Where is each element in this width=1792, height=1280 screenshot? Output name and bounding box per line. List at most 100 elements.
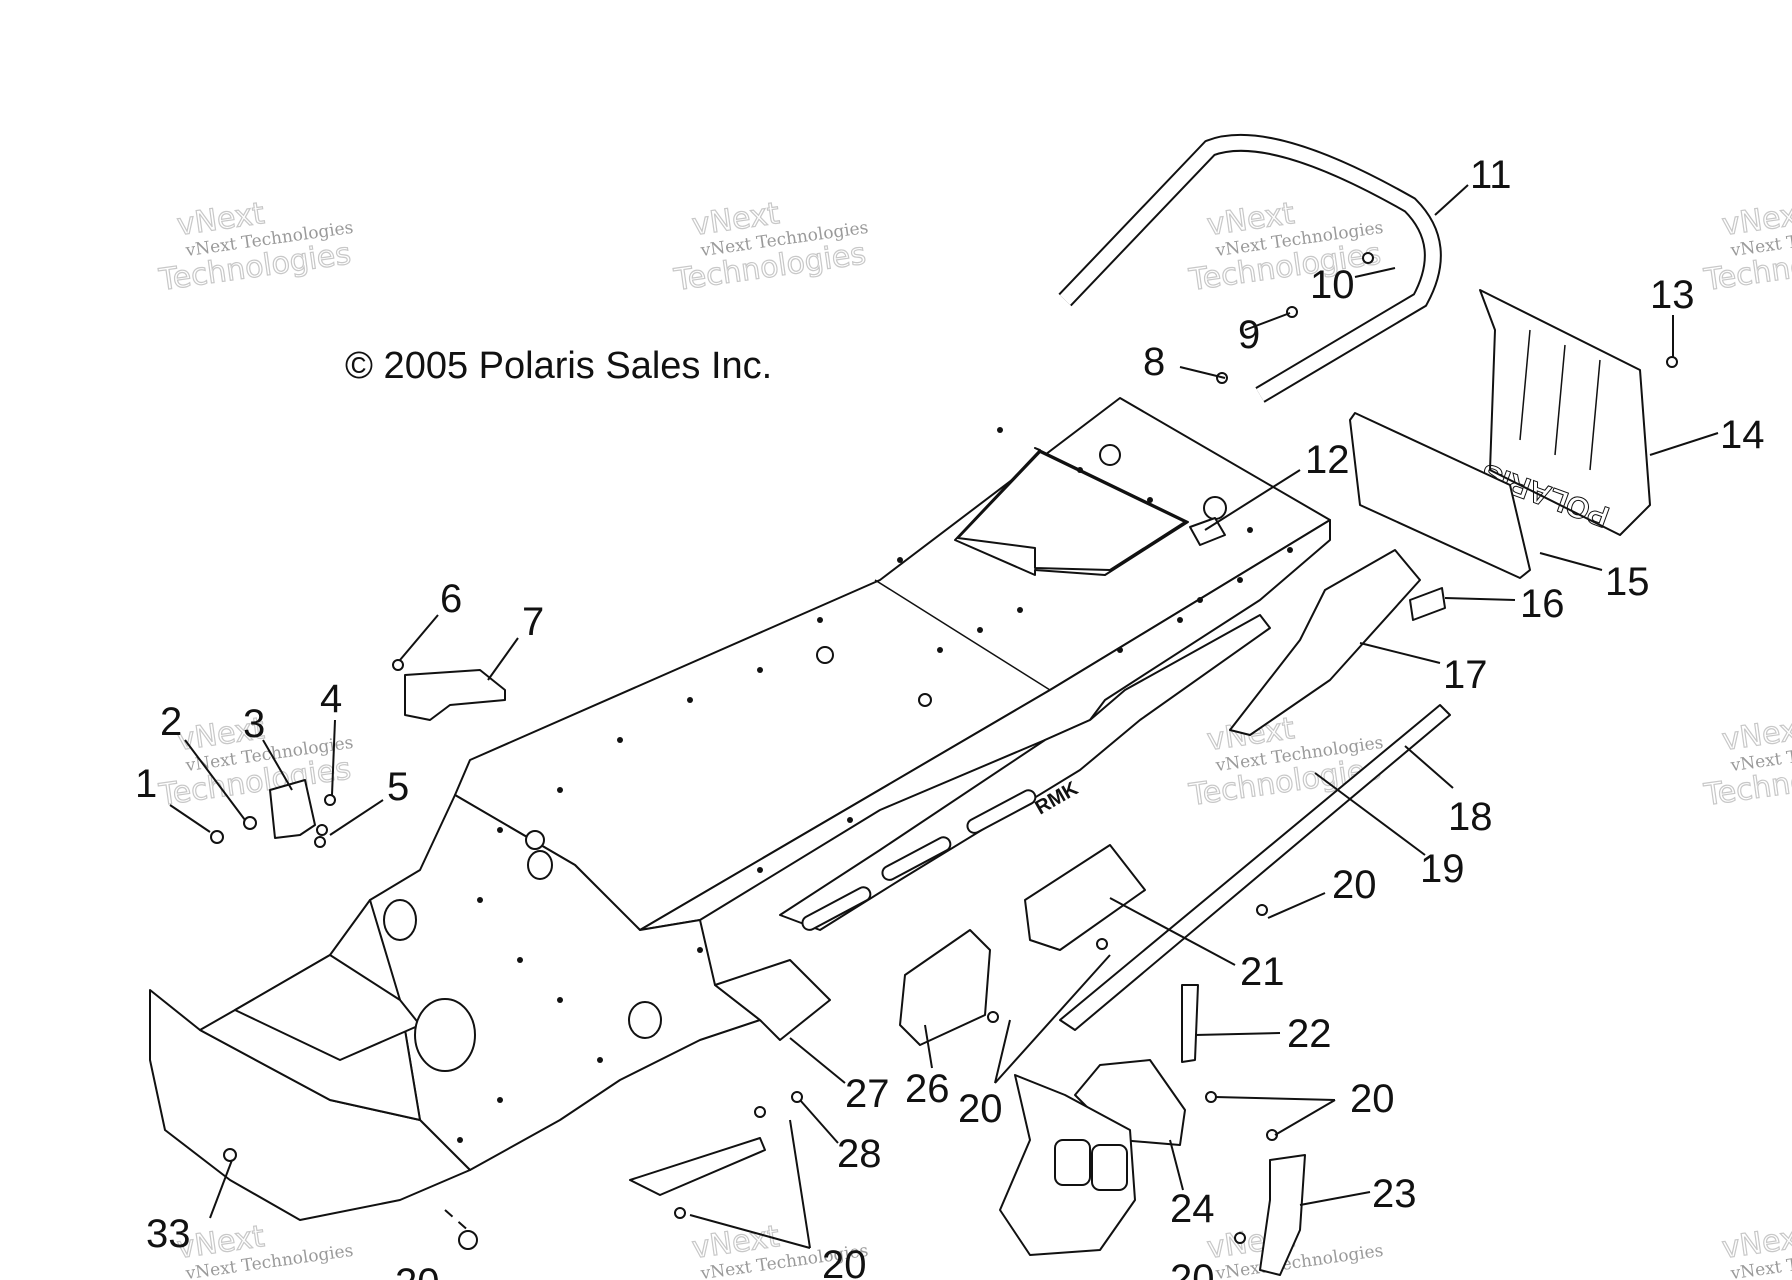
callout-20: 20 <box>1332 863 1377 907</box>
footrest-plate <box>1074 1059 1186 1146</box>
watermark: vNext vNext Technologies <box>174 1219 354 1280</box>
rear-grab-bar <box>1058 133 1442 403</box>
bolt-head <box>223 1148 237 1162</box>
callout-15: 15 <box>1605 560 1650 604</box>
side-slot <box>801 886 872 931</box>
callout-24: 24 <box>1170 1187 1215 1231</box>
callout-27: 27 <box>845 1072 890 1116</box>
cover-plate <box>629 1137 766 1196</box>
bulkhead-opening <box>628 1001 662 1039</box>
bolt-head <box>324 794 336 806</box>
front-frame-crossmember <box>234 954 421 1061</box>
callout-20: 20 <box>1170 1257 1215 1280</box>
side-slot <box>966 789 1037 834</box>
tunnel-running-board <box>779 614 1271 931</box>
callout-13: 13 <box>1650 273 1695 317</box>
callouts: 1 2 3 4 5 6 7 8 9 10 11 12 13 14 15 16 1… <box>135 153 1765 1280</box>
bolt-head <box>754 1106 766 1118</box>
callout-11: 11 <box>1470 153 1512 197</box>
tunnel-bracket <box>714 959 831 1041</box>
exchanger-opening <box>1091 1144 1128 1191</box>
watermark: vNext vNext Technologies Technologies <box>671 196 870 299</box>
callout-8: 8 <box>1143 340 1165 384</box>
mount-plate <box>269 779 316 839</box>
callout-9: 9 <box>1238 313 1260 357</box>
bulkhead-opening <box>383 899 417 941</box>
bolt-head <box>1205 1091 1217 1103</box>
exchanger-bracket <box>1259 1154 1306 1276</box>
bulkhead-opening <box>527 850 553 880</box>
callout-19: 19 <box>1420 847 1465 891</box>
watermark: vNext vNext Technologies Technologies <box>156 196 355 299</box>
callout-4: 4 <box>320 677 342 721</box>
nut <box>243 816 257 830</box>
callout-10: 10 <box>1310 263 1355 307</box>
watermark: vNext vNext Technologies <box>1719 1219 1792 1280</box>
deck-hole <box>816 646 834 664</box>
callout-7: 7 <box>522 600 544 644</box>
bolt-head <box>1096 938 1108 950</box>
bolt-head <box>316 824 328 836</box>
mount-bracket <box>1024 844 1146 951</box>
fasteners <box>210 252 1678 1250</box>
callout-28: 28 <box>837 1132 882 1176</box>
callout-16: 16 <box>1520 582 1565 626</box>
deck-hole <box>1099 444 1121 466</box>
deck-hole <box>525 830 545 850</box>
callout-20: 20 <box>822 1243 867 1280</box>
bulkhead-opening <box>414 998 476 1072</box>
bolt-head <box>1286 306 1298 318</box>
screw <box>392 659 404 671</box>
callout-26: 26 <box>905 1067 950 1111</box>
watermark: vNext vNext Technologies Technologies <box>1186 196 1385 299</box>
callout-33: 33 <box>146 1212 191 1256</box>
callout-6: 6 <box>440 577 462 621</box>
tunnel-rivet-holes <box>457 427 1293 1143</box>
rail-trim <box>1229 549 1421 736</box>
side-slot <box>881 836 952 881</box>
callout-23: 23 <box>1372 1172 1417 1216</box>
callout-2: 2 <box>160 700 182 744</box>
callout-18: 18 <box>1448 795 1493 839</box>
watermark: vNext vNext Technologies Technologies <box>1701 196 1792 299</box>
watermarks: vNext vNext Technologies Technologies vN… <box>156 196 1792 1280</box>
bolt-head <box>674 1207 686 1219</box>
leader-lines <box>169 184 1719 1249</box>
deck-grommet <box>1189 517 1226 546</box>
watermark: vNext vNext Technologies Technologies <box>1186 711 1385 814</box>
flap-backing-plate <box>1349 412 1531 579</box>
bolt-head <box>1362 252 1374 264</box>
callout-20: 20 <box>1350 1077 1395 1121</box>
callout-20: 20 <box>958 1087 1003 1131</box>
copyright-text: © 2005 Polaris Sales Inc. <box>345 345 772 387</box>
bolt-head <box>1666 356 1678 368</box>
tunnel-cutout <box>957 451 1186 571</box>
bolt-head <box>210 830 224 844</box>
upper-bracket <box>404 669 506 721</box>
bolt-head <box>987 1011 999 1023</box>
callout-34: 20 <box>395 1261 440 1280</box>
nut <box>791 1091 803 1103</box>
callout-22: 22 <box>1287 1012 1332 1056</box>
callout-21: 21 <box>1240 950 1285 994</box>
watermark: vNext vNext Technologies Technologies <box>1701 711 1792 814</box>
deck-hole <box>918 693 932 707</box>
bolt-head <box>1256 904 1268 916</box>
callout-1: 1 <box>135 762 157 806</box>
rail-bar <box>1059 704 1451 1031</box>
callout-17: 17 <box>1443 653 1488 697</box>
bolt-head <box>1234 1232 1246 1244</box>
callout-3: 3 <box>243 702 265 746</box>
bearing-plate <box>899 929 991 1046</box>
callout-12: 12 <box>1305 438 1350 482</box>
strap <box>1181 984 1199 1063</box>
decal <box>1409 587 1446 621</box>
callout-5: 5 <box>387 765 409 809</box>
bolt-head <box>1266 1129 1278 1141</box>
bolt-head <box>314 836 326 848</box>
deck-hole <box>1203 496 1227 520</box>
nut <box>458 1230 478 1250</box>
exchanger-opening <box>1054 1139 1091 1186</box>
callout-14: 14 <box>1720 413 1765 457</box>
